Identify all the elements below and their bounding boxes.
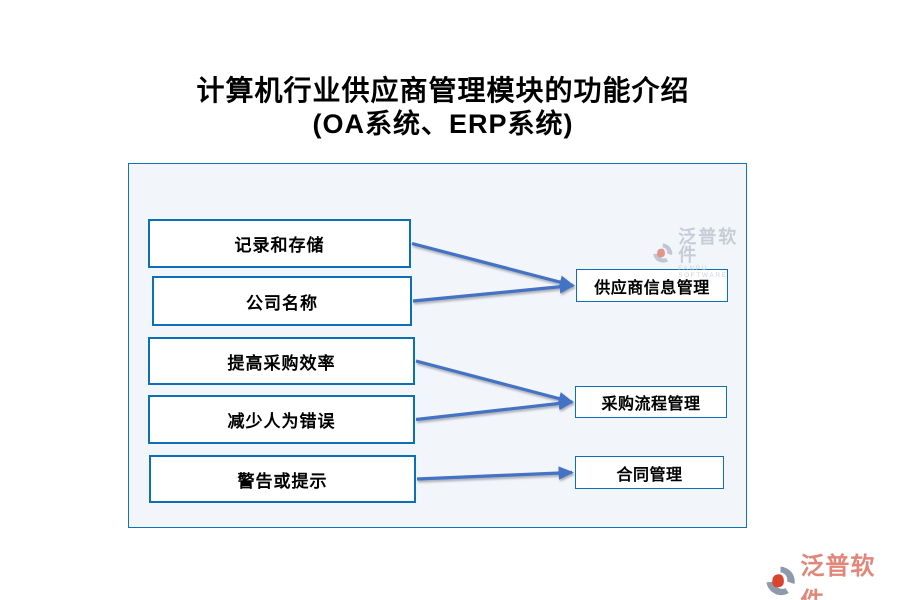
- watermark-center-subtitle: FANPU SOFTWARE: [678, 265, 728, 279]
- title-line1: 计算机行业供应商管理模块的功能介绍: [196, 75, 690, 106]
- watermark-corner: 泛普软件 www.fanpusoft.com: [762, 546, 896, 600]
- diagram-panel: 记录和存储 公司名称 提高采购效率 减少人为错误 警告或提示 供应商信息管理 采…: [128, 163, 747, 528]
- fanpu-logo-icon: [653, 243, 673, 263]
- box-procurement-process-management: 采购流程管理: [575, 386, 727, 418]
- watermark-corner-name: 泛普软件: [800, 553, 876, 600]
- box-record-and-storage: 记录和存储: [148, 219, 411, 268]
- box-improve-procurement-efficiency: 提高采购效率: [148, 337, 415, 385]
- watermark-center-name: 泛普软件: [678, 227, 739, 265]
- box-supplier-information-management: 供应商信息管理: [576, 269, 728, 302]
- title-line2: (OA系统、ERP系统): [312, 108, 574, 139]
- box-company-name: 公司名称: [152, 276, 412, 326]
- fanpu-logo-icon: [766, 566, 795, 595]
- watermark-center: 泛普软件 FANPU SOFTWARE: [651, 228, 746, 279]
- page-title: 计算机行业供应商管理模块的功能介绍 (OA系统、ERP系统): [0, 74, 886, 140]
- box-reduce-human-error: 减少人为错误: [148, 395, 415, 444]
- box-contract-management: 合同管理: [575, 456, 724, 489]
- box-warning-or-alert: 警告或提示: [149, 455, 416, 503]
